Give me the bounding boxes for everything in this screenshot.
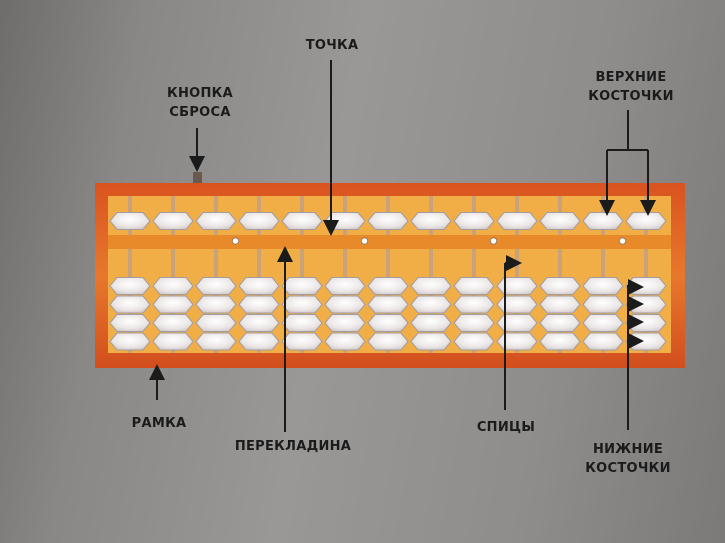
rods-label-text: СПИЦЫ (476, 420, 536, 435)
lower-beads-label-line1: НИЖНИЕ (592, 442, 664, 457)
upper-bead[interactable] (152, 212, 194, 230)
frame-label-text: РАМКА (131, 416, 187, 431)
lower-bead[interactable] (152, 332, 194, 351)
lower-bead[interactable] (582, 277, 624, 295)
lower-bead[interactable] (109, 314, 151, 332)
reset-button-label: КНОПКА СБРОСА (158, 84, 242, 122)
upper-bead[interactable] (496, 212, 538, 230)
lower-bead[interactable] (539, 277, 581, 295)
reset-button-label-line1: КНОПКА (167, 86, 233, 101)
dot-label-text: ТОЧКА (305, 38, 359, 53)
lower-bead[interactable] (410, 332, 452, 351)
lower-bead[interactable] (453, 295, 495, 314)
upper-beads-label: ВЕРХНИЕ КОСТОЧКИ (585, 68, 677, 106)
lower-bead[interactable] (367, 295, 409, 314)
lower-bead[interactable] (152, 295, 194, 314)
lower-bead[interactable] (539, 295, 581, 314)
lower-bead[interactable] (324, 332, 366, 351)
lower-bead[interactable] (410, 277, 452, 295)
lower-bead[interactable] (453, 277, 495, 295)
unit-dot (489, 237, 498, 245)
rods-label: СПИЦЫ (472, 418, 540, 437)
lower-bead[interactable] (582, 314, 624, 332)
upper-bead[interactable] (625, 212, 667, 230)
lower-bead[interactable] (281, 295, 323, 314)
upper-beads-label-line2: КОСТОЧКИ (588, 89, 674, 104)
lower-bead[interactable] (496, 314, 538, 332)
lower-bead[interactable] (195, 277, 237, 295)
lower-bead[interactable] (582, 332, 624, 351)
upper-bead[interactable] (539, 212, 581, 230)
lower-bead[interactable] (410, 314, 452, 332)
lower-bead[interactable] (582, 295, 624, 314)
dot-label: ТОЧКА (297, 36, 367, 55)
lower-bead[interactable] (238, 314, 280, 332)
upper-bead[interactable] (582, 212, 624, 230)
lower-bead[interactable] (453, 314, 495, 332)
crossbar-label: ПЕРЕКЛАДИНА (228, 437, 358, 456)
lower-bead[interactable] (109, 332, 151, 351)
lower-bead[interactable] (281, 277, 323, 295)
lower-beads-label-line2: КОСТОЧКИ (585, 461, 671, 476)
lower-bead[interactable] (281, 332, 323, 351)
lower-bead[interactable] (195, 314, 237, 332)
lower-bead[interactable] (496, 277, 538, 295)
upper-beads-label-line1: ВЕРХНИЕ (595, 70, 667, 85)
lower-bead[interactable] (109, 295, 151, 314)
upper-bead[interactable] (109, 212, 151, 230)
lower-bead[interactable] (152, 277, 194, 295)
lower-bead[interactable] (367, 314, 409, 332)
lower-bead[interactable] (453, 332, 495, 351)
lower-bead[interactable] (496, 295, 538, 314)
reset-button-label-line2: СБРОСА (169, 105, 231, 120)
upper-bead[interactable] (238, 212, 280, 230)
upper-bead[interactable] (453, 212, 495, 230)
reset-button[interactable] (193, 172, 202, 183)
upper-bead[interactable] (195, 212, 237, 230)
unit-dot (360, 237, 369, 245)
lower-bead[interactable] (195, 332, 237, 351)
lower-beads-label: НИЖНИЕ КОСТОЧКИ (582, 440, 674, 478)
lower-bead[interactable] (281, 314, 323, 332)
lower-bead[interactable] (539, 314, 581, 332)
lower-bead[interactable] (238, 277, 280, 295)
upper-bead[interactable] (367, 212, 409, 230)
lower-bead[interactable] (238, 332, 280, 351)
lower-bead[interactable] (367, 277, 409, 295)
lower-bead[interactable] (410, 295, 452, 314)
lower-bead[interactable] (367, 332, 409, 351)
crossbar-label-text: ПЕРЕКЛАДИНА (234, 439, 352, 454)
lower-bead[interactable] (539, 332, 581, 351)
lower-bead[interactable] (152, 314, 194, 332)
lower-bead[interactable] (496, 332, 538, 351)
upper-bead[interactable] (410, 212, 452, 230)
lower-bead[interactable] (324, 277, 366, 295)
lower-bead[interactable] (324, 295, 366, 314)
unit-dot (231, 237, 240, 245)
lower-bead[interactable] (109, 277, 151, 295)
lower-bead[interactable] (324, 314, 366, 332)
lower-bead[interactable] (238, 295, 280, 314)
unit-dot (618, 237, 627, 245)
crossbar (108, 235, 671, 249)
lower-bead[interactable] (195, 295, 237, 314)
frame-label: РАМКА (124, 414, 194, 433)
upper-bead[interactable] (281, 212, 323, 230)
